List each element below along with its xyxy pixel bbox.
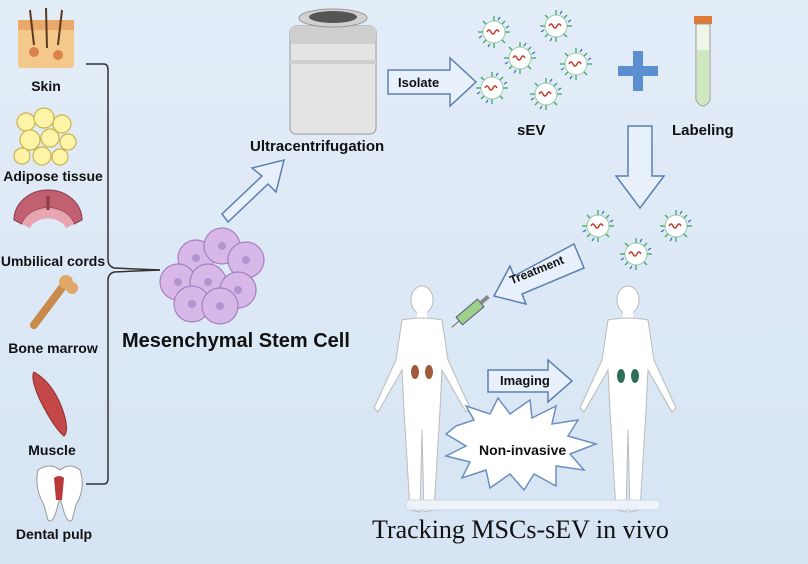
centrifuge-icon bbox=[289, 8, 377, 135]
sev-particles bbox=[475, 9, 593, 111]
ultracentrifugation-label: Ultracentrifugation bbox=[250, 138, 385, 155]
syringe-icon bbox=[451, 295, 490, 328]
platform bbox=[405, 499, 661, 511]
kidney-icon bbox=[411, 365, 433, 379]
source-bracket bbox=[86, 63, 161, 485]
stem-cell-cluster bbox=[159, 227, 265, 325]
source-label-umbilical: Umbilical cords bbox=[0, 253, 106, 269]
treatment-arrow bbox=[492, 242, 585, 306]
down-arrow bbox=[614, 125, 666, 210]
tube-icon bbox=[694, 16, 712, 107]
source-label-dental-pulp: Dental pulp bbox=[15, 526, 93, 542]
arrow-to-ultracentrifugation bbox=[220, 158, 286, 224]
imaging-arrow bbox=[487, 358, 574, 404]
adipose-icon bbox=[13, 107, 77, 166]
patient-before bbox=[373, 285, 471, 513]
source-label-skin: Skin bbox=[31, 78, 61, 94]
skin-icon bbox=[18, 7, 74, 68]
source-label-muscle: Muscle bbox=[28, 442, 76, 458]
isolate-label: Isolate bbox=[398, 75, 440, 90]
source-label-bone-marrow: Bone marrow bbox=[8, 340, 98, 356]
patient-after bbox=[579, 285, 677, 513]
tooth-icon bbox=[36, 465, 83, 522]
msc-title: Mesenchymal Stem Cell bbox=[122, 330, 350, 352]
source-label-adipose: Adipose tissue bbox=[3, 168, 103, 184]
non-invasive-label: Non-invasive bbox=[479, 442, 567, 458]
caption: Tracking MSCs-sEV in vivo bbox=[372, 515, 669, 544]
kidney-icon-labeled bbox=[617, 369, 639, 383]
labeled-sev-particles bbox=[581, 209, 693, 271]
imaging-label: Imaging bbox=[500, 373, 550, 388]
isolate-arrow bbox=[387, 56, 478, 108]
sev-label: sEV bbox=[517, 122, 546, 139]
labeling-label: Labeling bbox=[672, 122, 734, 139]
muscle-icon bbox=[32, 371, 68, 437]
non-invasive-burst bbox=[443, 396, 599, 492]
bone-icon bbox=[30, 275, 78, 329]
umbilical-cord-icon bbox=[13, 189, 83, 228]
plus-icon bbox=[618, 51, 658, 91]
